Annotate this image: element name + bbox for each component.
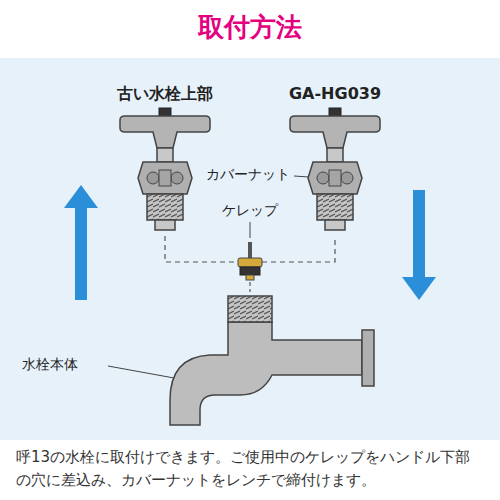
leader-line: [250, 222, 251, 238]
part-label: ケレップ: [222, 202, 278, 220]
leader-line: [294, 176, 309, 177]
old-faucet-top: [120, 108, 210, 230]
dashed-guide: [249, 282, 250, 292]
caption: 呼13の水栓に取付けできます。ご使用中のケレップをハンドル下部の穴に差込み、カバ…: [16, 446, 484, 491]
part-title: 古い水栓上部: [117, 84, 213, 105]
down-arrow: [402, 190, 436, 300]
new-faucet-top: [290, 108, 380, 230]
leader-line: [108, 366, 174, 378]
part-title: GA-HG039: [289, 84, 381, 103]
panel: [0, 58, 500, 440]
title: 取付方法: [198, 10, 302, 45]
part-label: カバーナット: [206, 166, 290, 184]
part-label: 水栓本体: [22, 356, 78, 374]
up-arrow: [64, 185, 98, 300]
kerep: [238, 242, 262, 280]
faucet-body: [170, 296, 374, 425]
